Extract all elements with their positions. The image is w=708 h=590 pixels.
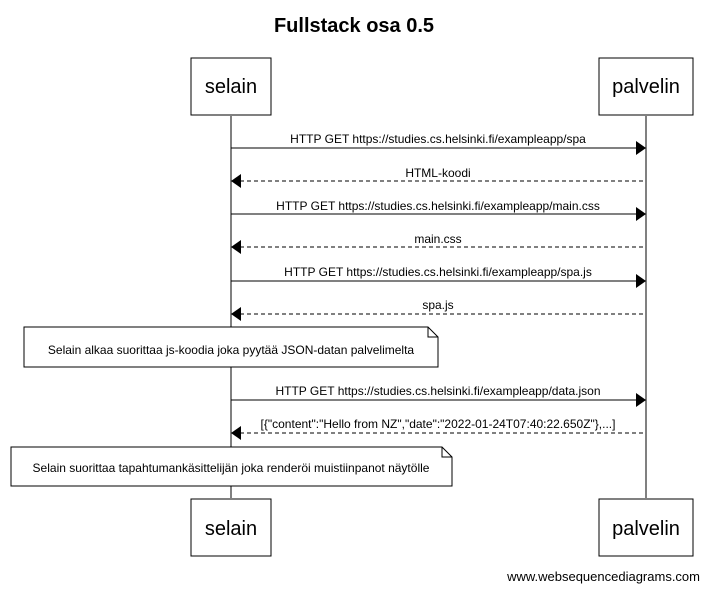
message-response-spa-js: spa.js [231,298,646,321]
arrowhead-icon [231,426,241,440]
watermark: www.websequencediagrams.com [507,569,700,584]
actor-selain-bottom: selain [190,498,272,557]
arrowhead-icon [636,393,646,407]
actor-palvelin-top: palvelin [598,57,694,116]
actor-label: palvelin [612,518,680,540]
message-label: HTTP GET https://studies.cs.helsinki.fi/… [290,132,586,146]
message-request-data-json: HTTP GET https://studies.cs.helsinki.fi/… [231,384,646,407]
message-label: HTTP GET https://studies.cs.helsinki.fi/… [276,199,600,213]
arrowhead-icon [231,307,241,321]
message-request-main-css: HTTP GET https://studies.cs.helsinki.fi/… [231,199,646,221]
arrowhead-icon [636,274,646,288]
note-label: Selain suorittaa tapahtumankäsittelijän … [33,461,430,475]
diagram-title: Fullstack osa 0.5 [274,15,434,37]
actor-palvelin-bottom: palvelin [598,498,694,557]
message-label: spa.js [422,298,453,312]
note-label: Selain alkaa suorittaa js-koodia joka py… [48,343,415,357]
message-label: [{"content":"Hello from NZ","date":"2022… [261,417,616,431]
message-response-data-json: [{"content":"Hello from NZ","date":"2022… [231,417,646,440]
actor-label: selain [205,76,257,98]
message-label: HTTP GET https://studies.cs.helsinki.fi/… [284,265,592,279]
message-label: main.css [414,232,461,246]
actor-label: palvelin [612,76,680,98]
note-js-execution: Selain alkaa suorittaa js-koodia joka py… [23,326,439,368]
note-event-handler: Selain suorittaa tapahtumankäsittelijän … [10,446,453,487]
message-label: HTML-koodi [405,166,470,180]
arrowhead-icon [636,141,646,155]
message-response-main-css: main.css [231,232,646,254]
arrowhead-icon [231,240,241,254]
message-label: HTTP GET https://studies.cs.helsinki.fi/… [275,384,600,398]
actor-label: selain [205,518,257,540]
message-request-spa-js: HTTP GET https://studies.cs.helsinki.fi/… [231,265,646,288]
message-response-html: HTML-koodi [231,166,646,188]
arrowhead-icon [636,207,646,221]
message-request-spa: HTTP GET https://studies.cs.helsinki.fi/… [231,132,646,155]
actor-selain-top: selain [190,57,272,116]
arrowhead-icon [231,174,241,188]
